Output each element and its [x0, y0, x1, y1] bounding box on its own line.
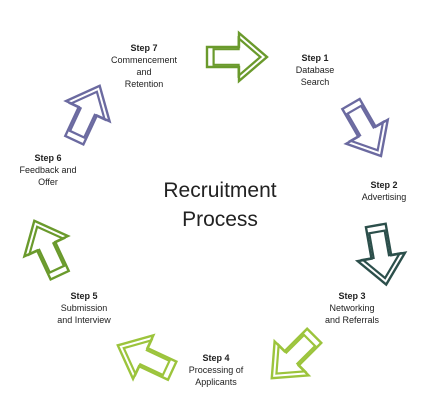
step-2-arrow-outer — [340, 97, 390, 158]
step-3-arrow-icon — [354, 222, 408, 287]
title-line-1: Recruitment — [163, 179, 277, 202]
step-2-line-1: Advertising — [361, 192, 407, 202]
step-4-line-1: Processing of — [188, 365, 244, 375]
step-6-arrow-inner — [27, 225, 66, 274]
diagram-title: Recruitment Process — [120, 176, 320, 234]
step-2-arrow-inner — [346, 104, 385, 152]
step-3-title: Step 3 — [338, 291, 366, 301]
step-5-title: Step 5 — [70, 291, 98, 301]
step-6-arrow-outer — [22, 219, 71, 282]
step-2-label: Step 2 Advertising — [348, 179, 420, 203]
step-7-arrow-inner — [68, 90, 107, 139]
step-1-arrow-inner — [212, 35, 263, 79]
step-5-label: Step 5 Submission and Interview — [44, 290, 124, 326]
step-3-line-1: Networking — [329, 303, 375, 313]
step-6-arrow-icon — [22, 219, 71, 282]
title-line-2: Process — [182, 208, 258, 231]
step-4-line-2: Applicants — [195, 377, 237, 387]
step-2-arrow-icon — [340, 97, 390, 158]
step-5-line-2: and Interview — [57, 315, 111, 325]
step-5-arrow-inner — [122, 338, 171, 377]
step-1-line-2: Search — [300, 77, 330, 87]
step-3-label: Step 3 Networking and Referrals — [312, 290, 392, 326]
step-7-label: Step 7 Commencement and Retention — [104, 42, 184, 90]
step-5-line-1: Submission — [60, 303, 108, 313]
step-3-arrow-inner — [360, 229, 402, 280]
step-4-arrow-inner — [275, 333, 317, 375]
step-4-arrow-outer — [270, 327, 323, 380]
step-3-line-2: and Referrals — [324, 315, 380, 325]
step-4-title: Step 4 — [202, 353, 230, 363]
step-1-title: Step 1 — [301, 53, 329, 63]
step-5-arrow-icon — [116, 333, 179, 382]
step-7-line-3: Retention — [124, 79, 164, 89]
step-7-arrow-icon — [63, 84, 112, 147]
step-4-label: Step 4 Processing of Applicants — [176, 352, 256, 388]
step-6-title: Step 6 — [34, 153, 62, 163]
step-7-line-1: Commencement — [110, 55, 178, 65]
step-6-line-2: Offer — [38, 177, 58, 187]
step-7-title: Step 7 — [130, 43, 158, 53]
step-4-arrow-icon — [270, 327, 323, 380]
step-1-arrow-icon — [205, 30, 269, 84]
step-6-label: Step 6 Feedback and Offer — [8, 152, 88, 188]
step-6-line-1: Feedback and — [19, 165, 77, 175]
step-1-line-1: Database — [295, 65, 335, 75]
step-5-arrow-outer — [116, 333, 179, 382]
step-2-title: Step 2 — [370, 180, 398, 190]
step-1-label: Step 1 Database Search — [280, 52, 350, 88]
step-7-line-2: and — [136, 67, 152, 77]
step-1-arrow-outer — [205, 30, 269, 84]
